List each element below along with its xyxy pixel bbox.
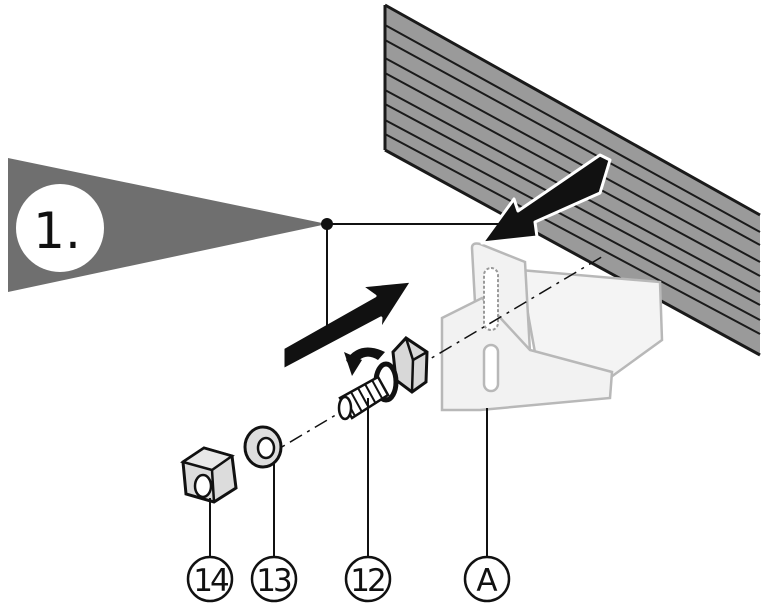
callout-13: 13	[250, 555, 298, 603]
callout-14-label: 14	[193, 563, 228, 599]
callout-leaders	[209, 398, 488, 558]
assembly-axis	[264, 254, 606, 458]
callout-a: A	[463, 555, 511, 603]
callout-a-label: A	[476, 563, 497, 599]
insert-arrow	[480, 153, 612, 245]
callout-14: 14	[186, 555, 234, 603]
step-badge	[16, 184, 104, 272]
callout-12: 12	[344, 555, 392, 603]
bolt-direction-arrow	[281, 279, 414, 372]
leader-dot	[321, 218, 333, 230]
callout-13-label: 13	[256, 563, 291, 599]
step-indicator: 1.	[8, 158, 500, 332]
washer	[243, 425, 283, 469]
step-number: 1.	[33, 202, 81, 260]
bolt	[337, 375, 390, 421]
nut	[180, 446, 238, 504]
rotation-arrow	[344, 347, 385, 376]
callout-12-label: 12	[350, 563, 384, 599]
bracket-a	[440, 242, 664, 412]
